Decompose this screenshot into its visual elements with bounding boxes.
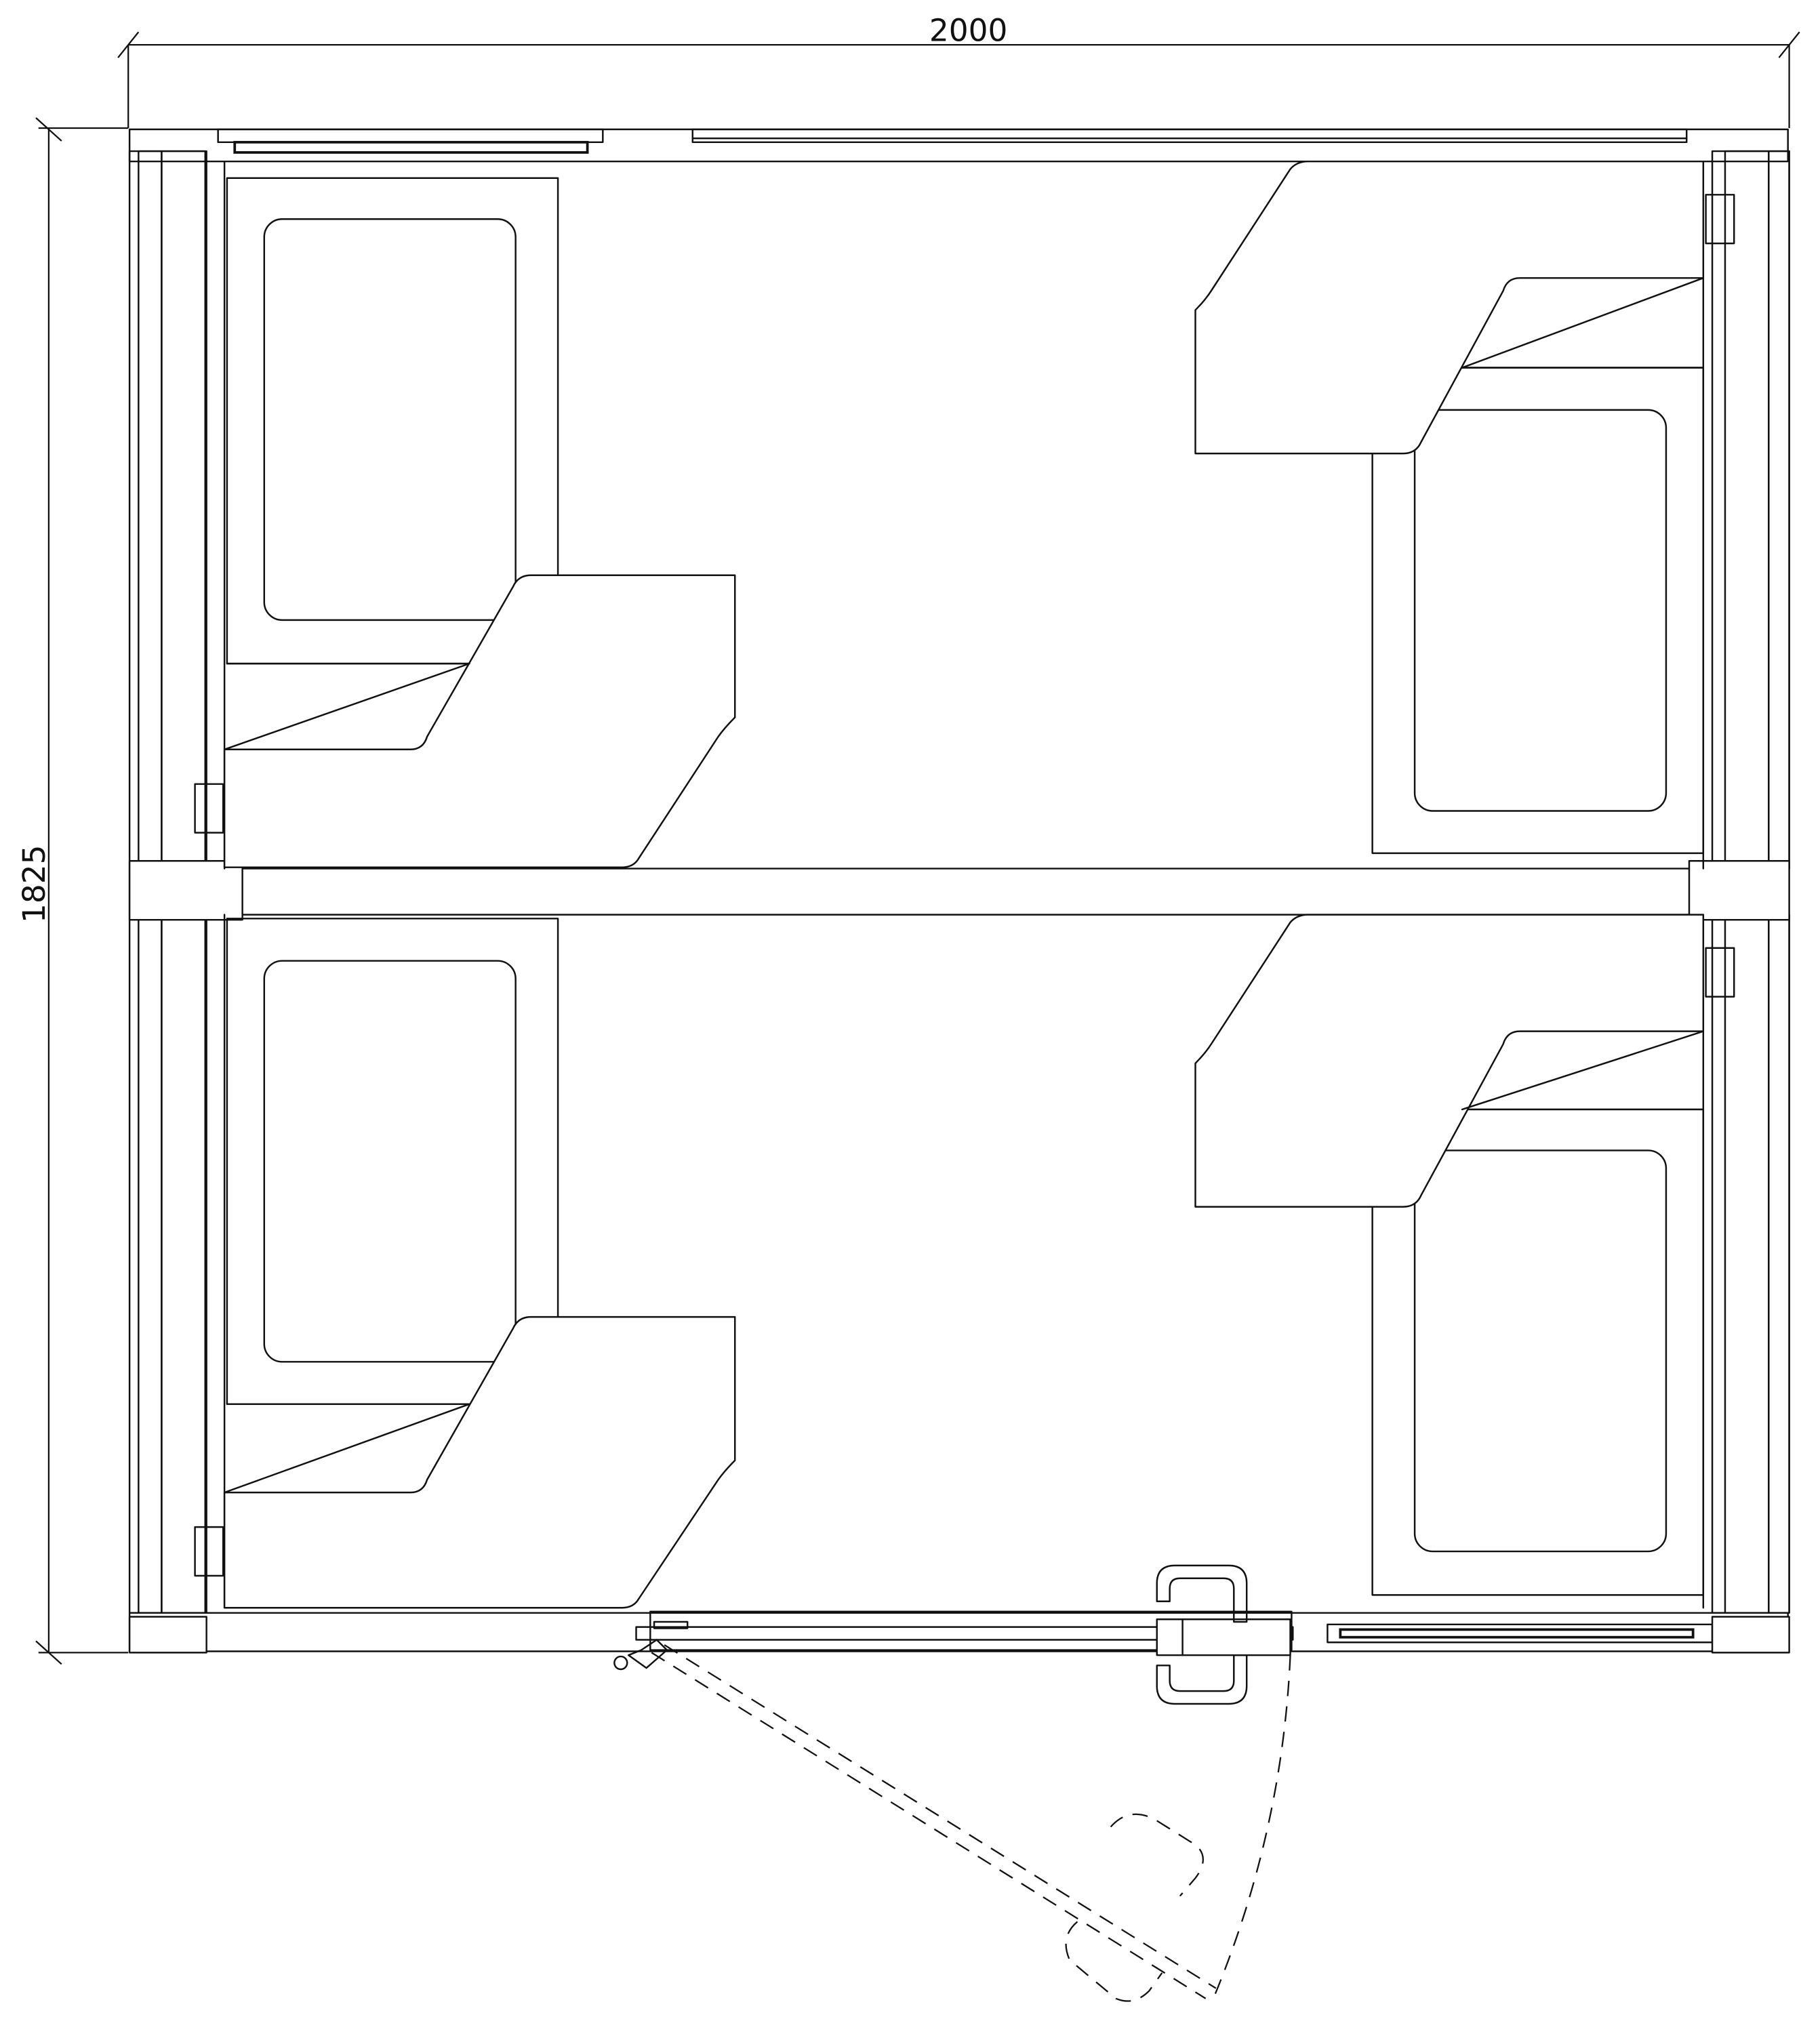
dimension-height: 1825 [16, 117, 129, 1665]
seat-left-upper [223, 574, 736, 868]
width-dimension-label: 2000 [929, 13, 1008, 49]
lower-compartment [194, 914, 1735, 1609]
dimension-width: 2000 [117, 13, 1800, 129]
height-dimension-label: 1825 [16, 845, 52, 923]
door-hinge-icon [613, 1639, 668, 1671]
door-handle-icon[interactable] [1156, 1564, 1248, 1705]
upper-compartment [194, 160, 1735, 870]
door-closed[interactable] [635, 1610, 1294, 1656]
seat-right-lower [1194, 914, 1705, 1208]
seat-left-lower [223, 1316, 736, 1609]
seat-right-upper [1194, 160, 1705, 455]
outer-frame [128, 128, 1790, 1654]
door-swing-arc [651, 1644, 1291, 2002]
